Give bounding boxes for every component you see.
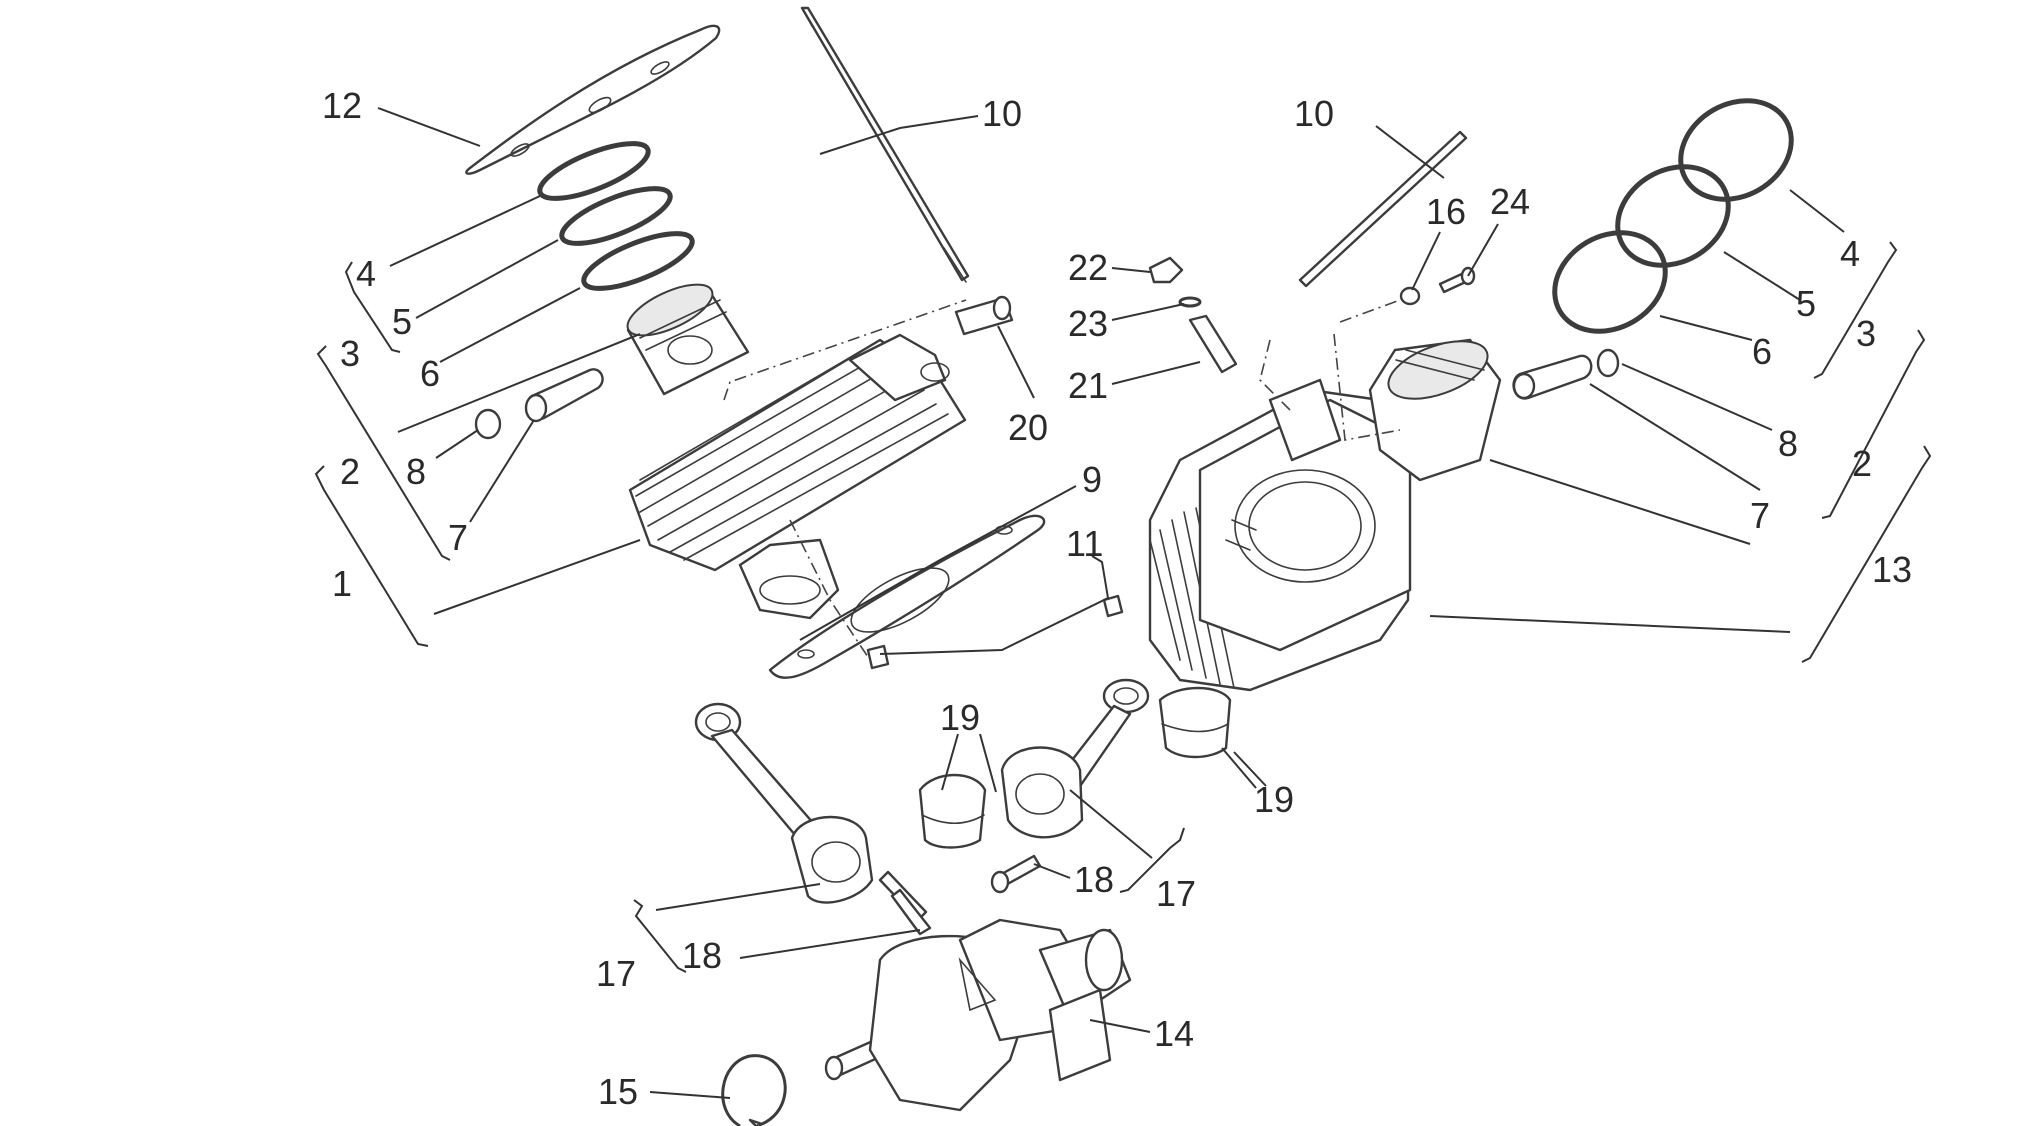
bearing-shells-19 xyxy=(918,686,1232,849)
circlip-left xyxy=(474,408,502,440)
callout-2-right: 2 xyxy=(1852,443,1872,484)
piston-left xyxy=(626,283,750,396)
callout-3-right: 3 xyxy=(1856,313,1876,354)
callout-8-left: 8 xyxy=(406,451,426,492)
washer-16 xyxy=(1399,286,1421,306)
callout-16: 16 xyxy=(1426,191,1466,232)
circlip-15 xyxy=(721,1054,787,1126)
callout-23: 23 xyxy=(1068,303,1108,344)
piston-rings-right xyxy=(1552,98,1794,334)
callout-6-right: 6 xyxy=(1752,331,1772,372)
piston-right xyxy=(1368,338,1502,482)
callout-10-left: 10 xyxy=(982,93,1022,134)
connecting-rod-left xyxy=(694,702,928,922)
callout-5-right: 5 xyxy=(1796,283,1816,324)
callout-4-right: 4 xyxy=(1840,233,1860,274)
callout-4-left: 4 xyxy=(356,253,376,294)
callout-labels: 12 4 5 6 3 2 8 7 1 10 20 9 11 10 22 23 2… xyxy=(322,85,1912,1112)
callout-8-right: 8 xyxy=(1778,423,1798,464)
callout-14: 14 xyxy=(1154,1013,1194,1054)
callout-18-left: 18 xyxy=(682,935,722,976)
stud-right xyxy=(1298,130,1468,288)
callout-10-right: 10 xyxy=(1294,93,1334,134)
callout-19-top: 19 xyxy=(940,697,980,738)
callout-11: 11 xyxy=(1066,523,1103,564)
callout-19-right: 19 xyxy=(1254,779,1294,820)
cap-22 xyxy=(1148,256,1184,284)
callout-24: 24 xyxy=(1490,181,1530,222)
oring-23 xyxy=(1178,296,1202,308)
base-gasket xyxy=(768,514,1046,679)
crankshaft xyxy=(824,918,1132,1112)
callout-20: 20 xyxy=(1008,407,1048,448)
assembly-centerlines xyxy=(723,299,1401,661)
circlip-right xyxy=(1596,348,1620,378)
rod-bolts-18 xyxy=(890,854,1042,936)
cylinder-left xyxy=(628,333,967,620)
connecting-rod-right xyxy=(1000,678,1150,839)
group-braces xyxy=(314,241,1932,973)
callout-12: 12 xyxy=(322,85,362,126)
callout-2-left: 2 xyxy=(340,451,360,492)
piston-pin-right xyxy=(1512,354,1593,400)
tube-21 xyxy=(1188,314,1238,374)
callout-5-left: 5 xyxy=(392,301,412,342)
callout-7-right: 7 xyxy=(1750,495,1770,536)
callout-18-right: 18 xyxy=(1074,859,1114,900)
callout-15: 15 xyxy=(598,1071,638,1112)
callout-17-left: 17 xyxy=(596,953,636,994)
callout-3-left: 3 xyxy=(340,333,360,374)
head-gasket-left xyxy=(465,24,721,175)
cylinder-right xyxy=(1148,378,1412,692)
leader-lines xyxy=(377,107,1845,1099)
dowel-11 xyxy=(866,594,1124,670)
callout-21: 21 xyxy=(1068,365,1108,406)
callout-9: 9 xyxy=(1082,459,1102,500)
callout-17-right: 17 xyxy=(1156,873,1196,914)
piston-pin-left xyxy=(524,368,604,423)
callout-1: 1 xyxy=(332,563,352,604)
callout-22: 22 xyxy=(1068,247,1108,288)
bolt-24 xyxy=(1438,266,1476,294)
callout-6-left: 6 xyxy=(420,353,440,394)
piston-rings-left xyxy=(537,141,695,291)
callout-7-left: 7 xyxy=(448,517,468,558)
callout-13: 13 xyxy=(1872,549,1912,590)
stud-left xyxy=(800,6,970,283)
dowel-20 xyxy=(954,295,1014,336)
